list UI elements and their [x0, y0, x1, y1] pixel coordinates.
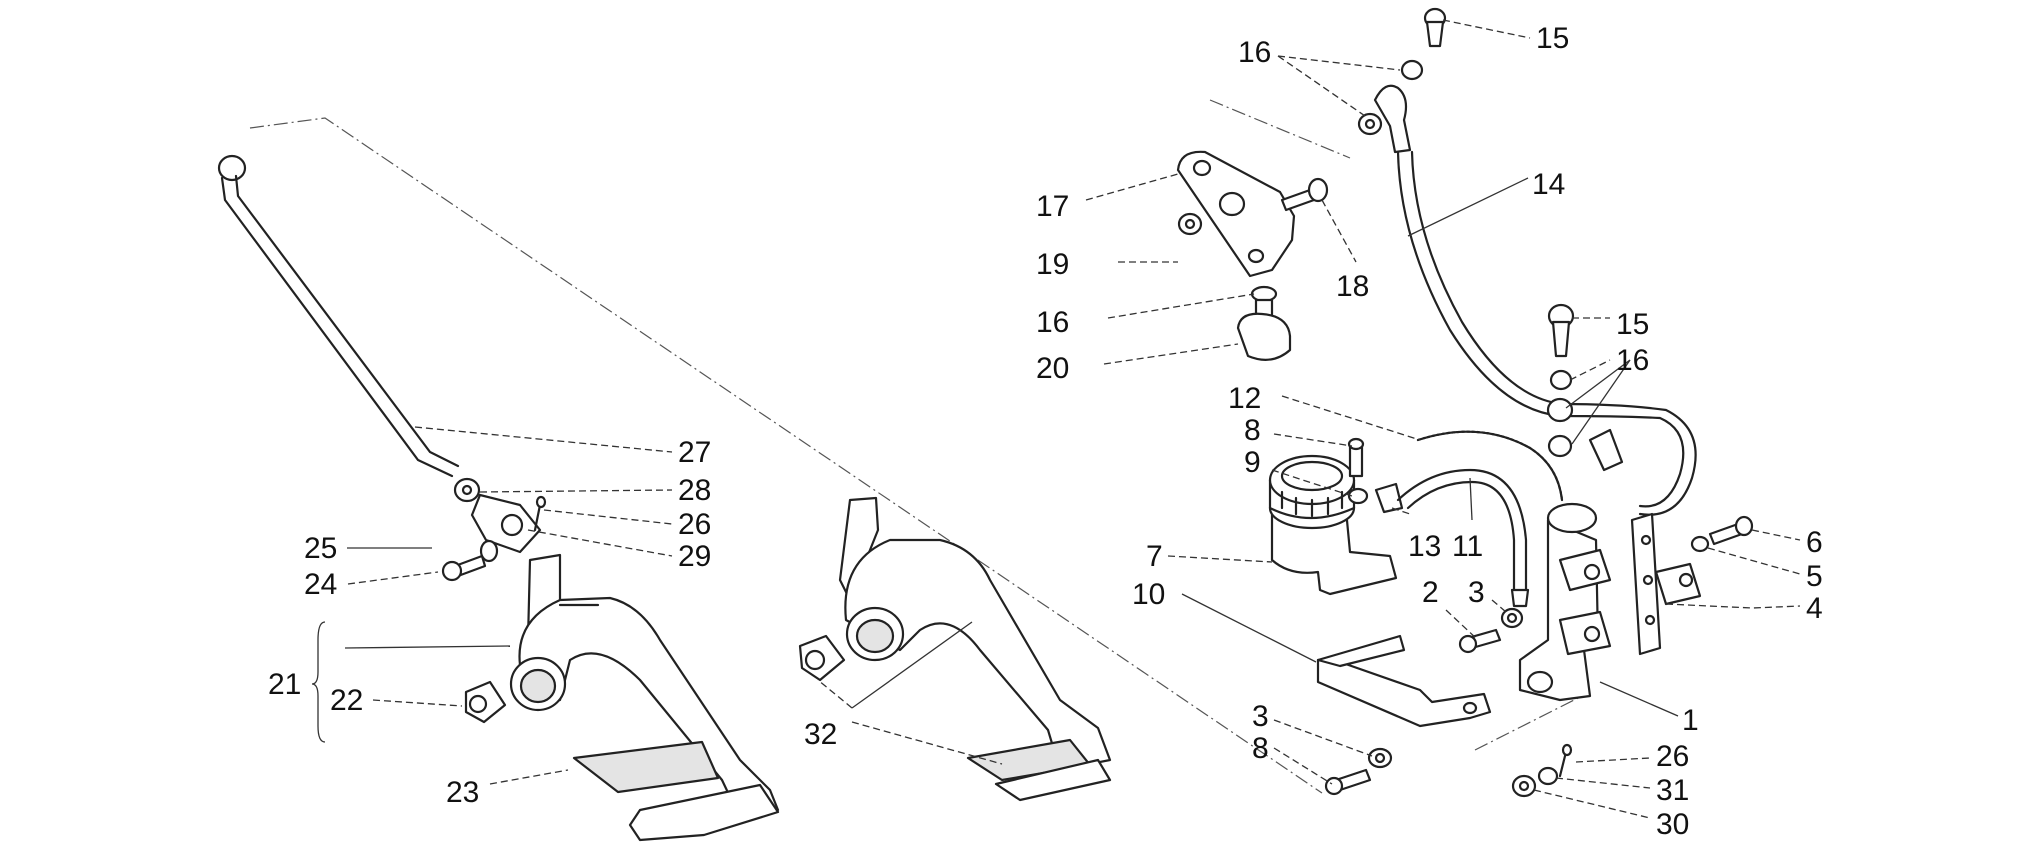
bracket-10	[1316, 634, 1492, 728]
label-28: 28	[678, 474, 711, 507]
reservoir-7	[1268, 454, 1398, 596]
screw-8-bottom	[1324, 747, 1393, 796]
label-16-lower: 16	[1616, 344, 1649, 377]
label-16-top: 16	[1238, 36, 1271, 69]
part-number-labels: 15 16 14 17 18 19 16 20 15 16 12 8 9 7 1…	[268, 22, 1823, 841]
label-12: 12	[1228, 382, 1261, 415]
label-25: 25	[304, 532, 337, 565]
bolt-6	[1690, 515, 1754, 553]
bushing-32	[798, 634, 846, 682]
split-pin-26-lower	[1558, 743, 1573, 778]
label-3-bottom: 3	[1252, 700, 1269, 733]
label-27: 27	[678, 436, 711, 469]
label-23: 23	[446, 776, 479, 809]
spring-guard-12	[1416, 430, 1564, 502]
label-20: 20	[1036, 352, 1069, 385]
label-24: 24	[304, 568, 337, 601]
brace-21	[311, 621, 326, 743]
bolt-24	[441, 539, 499, 582]
axis-lines	[249, 99, 1591, 794]
label-1: 1	[1682, 704, 1699, 737]
master-cylinder-1	[1518, 502, 1612, 702]
label-14: 14	[1532, 168, 1565, 201]
bracket-17	[1176, 150, 1296, 278]
label-7: 7	[1146, 540, 1163, 573]
label-16-middle: 16	[1036, 306, 1069, 339]
brake-rod	[217, 154, 460, 478]
pipe-11	[1396, 468, 1530, 608]
label-30: 30	[1656, 808, 1689, 841]
label-11: 11	[1452, 530, 1483, 563]
label-26-upper: 26	[678, 508, 711, 541]
bolt-18	[1280, 177, 1329, 212]
brake-pedal-32	[838, 496, 1112, 802]
label-31: 31	[1656, 774, 1689, 807]
pin-30	[1511, 766, 1559, 798]
label-9: 9	[1244, 446, 1261, 479]
label-8-top: 8	[1244, 414, 1261, 447]
clip-13	[1374, 482, 1404, 514]
banjo-bolt-15-lower	[1547, 303, 1575, 358]
leader-lines	[344, 19, 1801, 819]
label-15-top: 15	[1536, 22, 1569, 55]
washers-16-top	[1357, 59, 1424, 136]
screw-8-top	[1347, 437, 1369, 505]
stoplight-switch-20	[1236, 298, 1292, 361]
plate-4	[1630, 512, 1702, 656]
brake-pedal-21	[509, 553, 780, 820]
screw-2	[1458, 607, 1524, 654]
label-17: 17	[1036, 190, 1069, 223]
label-10: 10	[1132, 578, 1165, 611]
label-29: 29	[678, 540, 711, 573]
label-5: 5	[1806, 560, 1823, 593]
banjo-bolt-15-top	[1423, 7, 1447, 48]
label-2: 2	[1422, 576, 1439, 609]
label-19: 19	[1036, 248, 1069, 281]
clevis-29	[470, 493, 542, 554]
label-32: 32	[804, 718, 837, 751]
label-21: 21	[268, 668, 301, 701]
label-15-lower: 15	[1616, 308, 1649, 341]
label-3-middle: 3	[1468, 576, 1485, 609]
washer-28	[453, 477, 481, 503]
label-18: 18	[1336, 270, 1369, 303]
label-13: 13	[1408, 530, 1441, 563]
label-8-bottom: 8	[1252, 732, 1269, 765]
split-pin-26-upper	[533, 495, 547, 532]
label-26-lower: 26	[1656, 740, 1689, 773]
label-22: 22	[330, 684, 363, 717]
label-6: 6	[1806, 526, 1823, 559]
bushing-22	[464, 680, 507, 724]
label-4: 4	[1806, 592, 1823, 625]
washers-16-lower	[1546, 369, 1574, 458]
nut-19	[1177, 212, 1203, 236]
pedal-pad-23	[572, 740, 780, 842]
